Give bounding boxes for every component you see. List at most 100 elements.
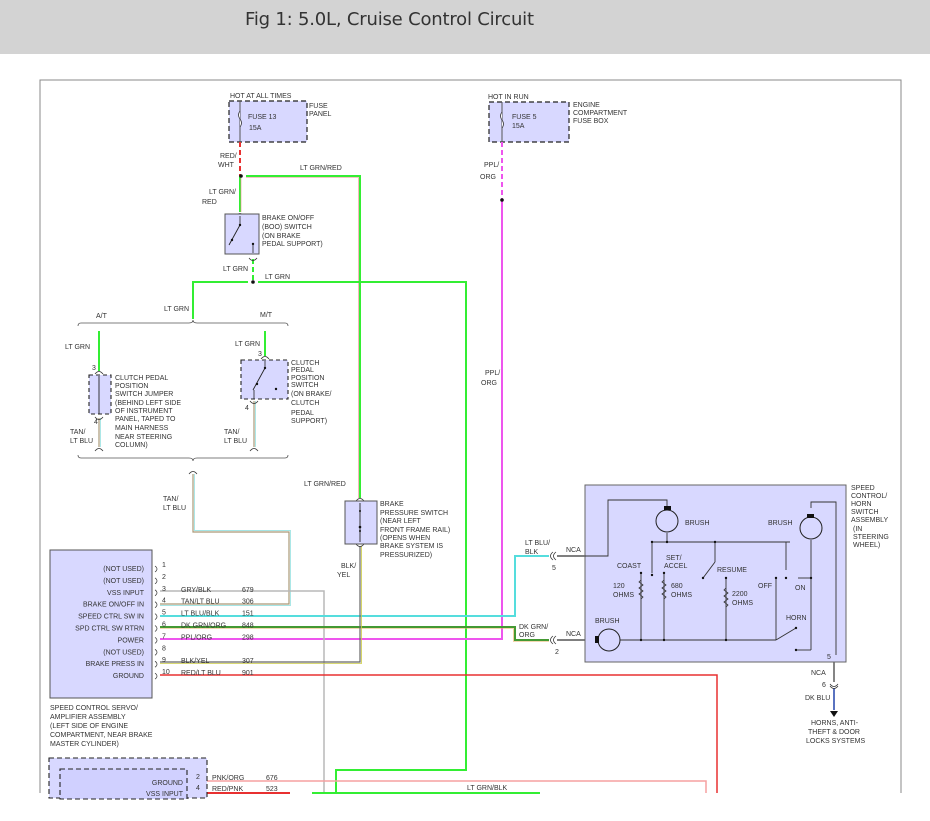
brush-icon (799, 516, 823, 540)
wire-label: LT BLU (224, 438, 247, 445)
servo-pin-wire-color: GRY/BLK (181, 587, 212, 594)
connector-icon (154, 601, 158, 608)
switch-label: SET/ (666, 555, 682, 562)
switch-label: RESUME (717, 567, 747, 574)
switch-assembly-label: SPEED (851, 485, 875, 492)
bottom-pin-circuit: 523 (266, 786, 278, 793)
pin-label: 5 (827, 654, 831, 661)
clutch-switch-box (240, 359, 289, 400)
servo-label: AMPLIFIER ASSEMBLY (50, 714, 126, 721)
connector-icon (154, 637, 158, 644)
boo-switch-label: BRAKE ON/OFF (262, 215, 314, 222)
servo-pin-wire-color: PPL/ORG (181, 634, 212, 641)
servo-pin-name: BRAKE ON/OFF IN (83, 602, 144, 609)
resistor-icon (638, 579, 644, 600)
fuse-name: FUSE 13 (248, 114, 277, 121)
fuse-box-label: COMPARTMENT (573, 110, 628, 117)
servo-module: SPEED CONTROL SERVO/ AMPLIFIER ASSEMBLY … (49, 549, 254, 748)
servo-pin-number: 4 (162, 598, 166, 605)
servo-pin-number: 8 (162, 645, 166, 652)
component-label: (OPENS WHEN (380, 535, 430, 542)
destination-label: LOCKS SYSTEMS (806, 738, 865, 745)
switch-label: ACCEL (664, 563, 687, 570)
wire-label: NCA (566, 547, 581, 554)
wire-label: A/T (96, 313, 108, 320)
component-label: (ON BRAKE/ (291, 391, 332, 398)
servo-pin-number: 1 (162, 562, 166, 569)
servo-pin-number: 9 (162, 657, 166, 664)
wire-lt-grn-left (192, 281, 248, 319)
wire-label: LT GRN/ (209, 189, 236, 196)
servo-pin-circuit: 307 (242, 658, 254, 665)
splices (239, 174, 504, 284)
servo-pin-name: (NOT USED) (103, 649, 144, 656)
wire-label: WHT (218, 162, 235, 169)
fuse-panel-label: PANEL (309, 111, 332, 118)
component-label: POSITION (115, 383, 148, 390)
wire-label: LT GRN/RED (300, 165, 342, 172)
connector-icon (154, 625, 158, 632)
destination-label: THEFT & DOOR (808, 729, 860, 736)
resistor-label: 2200 (732, 591, 748, 598)
wire-dk-grn-org (160, 626, 549, 641)
switch-label: HORN (786, 615, 807, 622)
component-label: CLUTCH PEDAL (115, 375, 168, 382)
wire-pnk-org (196, 780, 707, 793)
pin-label: 4 (94, 419, 98, 426)
component-label: NEAR STEERING (115, 434, 172, 441)
servo-pin-number: 5 (162, 610, 166, 617)
servo-pin-row: (NOT USED) 8 (103, 645, 166, 656)
resistor-icon (723, 587, 729, 608)
wire-label: LT GRN/BLK (467, 785, 508, 792)
wire-label: TAN/ (163, 496, 178, 503)
component-label: SUPPORT) (291, 418, 327, 425)
component-label: MAIN HARNESS (115, 425, 169, 432)
component-label: OF INSTRUMENT (115, 408, 173, 415)
component-label: PANEL, TAPED TO (115, 416, 176, 423)
wire-ppl-org (160, 200, 503, 640)
clutch-switch: 3 4 CLUTCH PEDAL POSITION SWITCH (ON BRA… (240, 351, 332, 425)
wire-label: LT GRN (223, 266, 248, 273)
component-label: SWITCH (291, 382, 319, 389)
component-label: CLUTCH (291, 400, 319, 407)
supply-label: HOT AT ALL TIMES (230, 93, 292, 100)
fuse-box-label: FUSE BOX (573, 118, 609, 125)
wire-blk-yel (160, 546, 361, 663)
supply-label: HOT IN RUN (488, 94, 529, 101)
splice-dot (251, 280, 255, 284)
servo-pin-name: SPEED CTRL SW IN (78, 614, 144, 621)
connector-icon (154, 649, 158, 656)
wire-lt-grn-right (258, 281, 467, 793)
brush-label: BRUSH (768, 520, 793, 527)
wire-label: TAN/ (224, 429, 239, 436)
servo-pin-row: (NOT USED)1 (103, 562, 166, 573)
boo-switch-label: PEDAL SUPPORT) (262, 241, 323, 248)
destination-label: HORNS, ANTI- (811, 720, 859, 727)
resistor-label: 120 (613, 583, 625, 590)
servo-pin-wire-color: LT BLU/BLK (181, 611, 220, 618)
servo-pin-circuit: 306 (242, 599, 254, 606)
figure-title: Fig 1: 5.0L, Cruise Control Circuit (245, 9, 534, 30)
clutch-jumper: 3 4 CLUTCH PEDAL POSITION SWITCH JUMPER … (88, 365, 181, 449)
component-label: BRAKE SYSTEM IS (380, 543, 443, 550)
resistor-label: OHMS (732, 600, 753, 607)
resistor-label: 680 (671, 583, 683, 590)
fuse-icon (238, 110, 242, 128)
servo-pin-circuit: 151 (242, 611, 254, 618)
boo-switch: BRAKE ON/OFF (BOO) SWITCH (ON BRAKE PEDA… (224, 213, 323, 255)
servo-pin-number: 3 (162, 586, 166, 593)
servo-label: SPEED CONTROL SERVO/ (50, 705, 138, 712)
servo-pin-number: 7 (162, 633, 166, 640)
wire-label: RED/ (220, 153, 237, 160)
figure-header: Fig 1: 5.0L, Cruise Control Circuit (0, 0, 930, 54)
bottom-module-inner (59, 768, 188, 800)
brake-pressure-switch-box (344, 500, 378, 545)
brush-label: BRUSH (595, 618, 620, 625)
fuse-box-label: ENGINE (573, 102, 600, 109)
bottom-pin-name: VSS INPUT (146, 791, 184, 798)
wire-lt-blu-blk (160, 555, 549, 617)
bottom-pin-wire-color: RED/PNK (212, 786, 243, 793)
